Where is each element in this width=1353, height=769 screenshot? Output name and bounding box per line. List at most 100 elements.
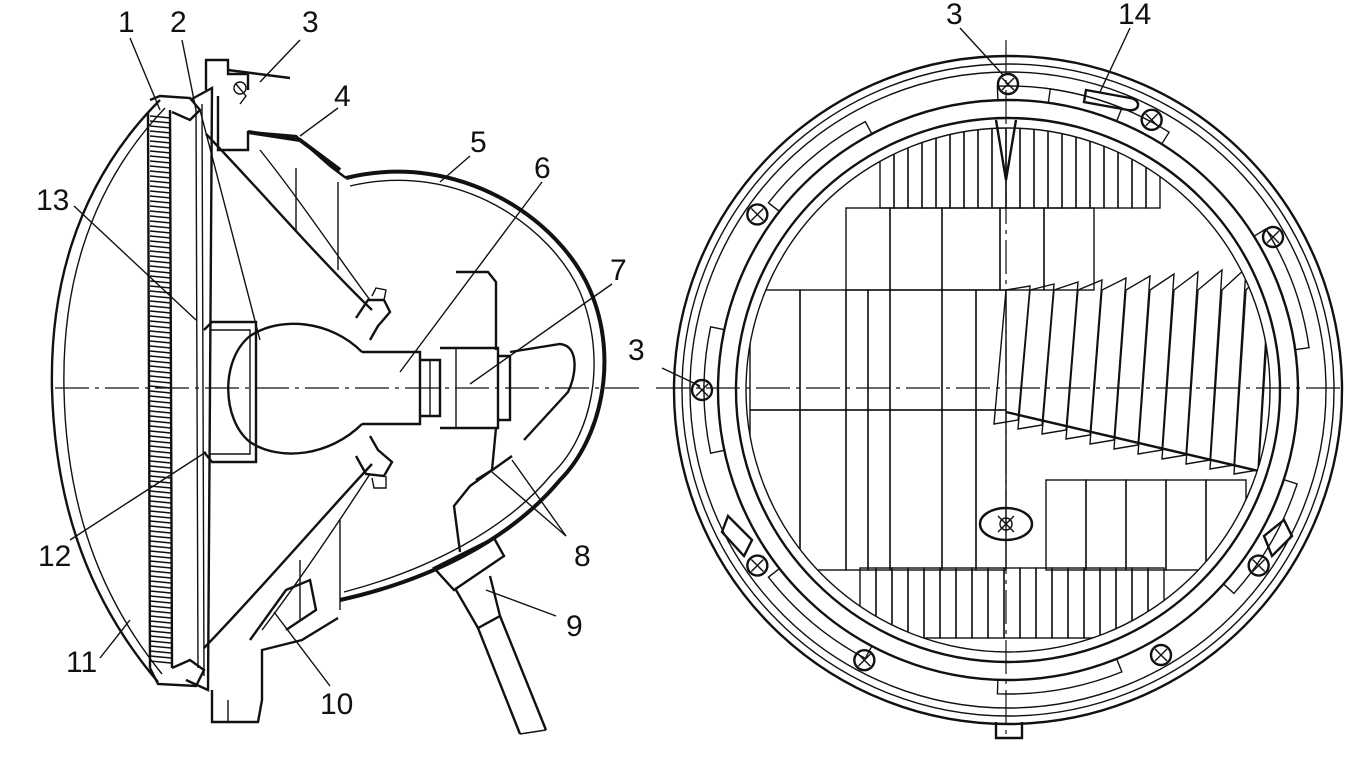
lens-hatch-line bbox=[149, 205, 172, 209]
prism-block-right-low bbox=[1205, 479, 1247, 571]
prism-block-top bbox=[1075, 128, 1091, 209]
lens-hatch-line bbox=[149, 165, 172, 169]
bulb-base bbox=[362, 350, 422, 426]
rim-screw bbox=[1261, 225, 1285, 249]
leader-8b bbox=[511, 459, 567, 537]
bulb-shield bbox=[203, 320, 258, 464]
boss-cross-b bbox=[997, 515, 1015, 533]
rim-screw-slot bbox=[857, 653, 871, 667]
lens-hatch-line bbox=[149, 280, 172, 284]
lens-hatch-line bbox=[149, 220, 172, 224]
reflector-outer-shell bbox=[339, 169, 607, 602]
label-3-front-top: 3 bbox=[946, 0, 963, 31]
prism-block-bottom bbox=[971, 567, 989, 639]
label-13: 13 bbox=[36, 184, 69, 217]
lens-hatch-line bbox=[149, 460, 172, 464]
lens-hatch-line bbox=[149, 565, 172, 569]
cable-gland bbox=[432, 536, 506, 592]
reflector-paraboloid-bottom-2 bbox=[261, 473, 371, 631]
prism-block-top bbox=[1033, 128, 1049, 209]
lens-hatch-line bbox=[149, 380, 172, 384]
label-10: 10 bbox=[320, 688, 353, 721]
lens-hatch-line bbox=[149, 425, 172, 429]
lens-hatch-line bbox=[149, 515, 172, 519]
adjust-screw-top bbox=[227, 68, 291, 80]
prism-block-bottom bbox=[923, 567, 941, 639]
lens-hatch-line bbox=[149, 410, 172, 414]
loop-wire bbox=[509, 342, 576, 441]
leader-3-front-top bbox=[959, 27, 1005, 77]
socket-rear bbox=[498, 354, 512, 422]
lens-hatch-line bbox=[149, 430, 172, 434]
lens-hatch-line bbox=[149, 610, 172, 614]
lens-hatch-line bbox=[149, 225, 172, 229]
lens-hatch-line bbox=[149, 510, 172, 514]
lens-hatch-line bbox=[149, 640, 172, 644]
lens-hatch-line bbox=[149, 545, 172, 549]
prism-block-top bbox=[977, 128, 993, 209]
reflector-outer-shell-inner bbox=[343, 179, 595, 593]
section-view: 1 2 3 4 5 6 7 8 9 10 11 12 13 bbox=[36, 6, 640, 735]
prism-block-right bbox=[993, 285, 1031, 425]
prism-block-mid bbox=[799, 289, 847, 411]
rim-tab bbox=[767, 567, 873, 660]
flange-inner-line bbox=[195, 109, 199, 669]
prism-block-low bbox=[975, 409, 1007, 571]
prism-block-right bbox=[1257, 262, 1270, 480]
leader-1 bbox=[129, 37, 161, 111]
prism-block-upper bbox=[845, 207, 891, 291]
leader-8a bbox=[491, 471, 567, 537]
label-2: 2 bbox=[170, 6, 187, 39]
cable-end bbox=[519, 729, 547, 735]
prism-block-bottom bbox=[1067, 567, 1085, 639]
rim-screw bbox=[853, 648, 876, 672]
lens-hatch-line bbox=[149, 365, 172, 369]
rim-screw-slot bbox=[1266, 230, 1280, 244]
lens-hatch-line bbox=[149, 270, 172, 274]
lens-hatch-line bbox=[149, 245, 172, 249]
lens-hatch-line bbox=[149, 125, 172, 129]
lens-hatch-line bbox=[149, 215, 172, 219]
lens-hatch-line bbox=[149, 190, 172, 194]
prism-block-mid bbox=[749, 289, 801, 411]
lens-hatch-line bbox=[149, 325, 172, 329]
prism-block-top bbox=[949, 128, 965, 209]
lens-hatch-line bbox=[149, 315, 172, 319]
lens-hatch-line bbox=[149, 265, 172, 269]
leader-13 bbox=[73, 205, 197, 321]
prism-block-low bbox=[889, 409, 943, 571]
lens-hatch-line bbox=[149, 140, 172, 144]
lens-glass-right-edge bbox=[168, 109, 174, 669]
prism-block-low bbox=[799, 409, 847, 571]
lens-hatch-line bbox=[149, 235, 172, 239]
lens-hatch-line bbox=[149, 155, 172, 159]
prism-block-mid bbox=[889, 289, 943, 411]
prism-block-top bbox=[1047, 128, 1063, 209]
label-7: 7 bbox=[610, 254, 627, 287]
prism-block-mid bbox=[845, 289, 869, 411]
leader-9 bbox=[485, 589, 557, 617]
lens-hatch-line bbox=[149, 255, 172, 259]
reflector-paraboloid-top-2 bbox=[259, 149, 371, 301]
label-8: 8 bbox=[574, 540, 591, 573]
housing-upper-edge bbox=[247, 130, 342, 172]
lens-hatch-line bbox=[149, 655, 172, 659]
outer-lens-inner-curve bbox=[63, 107, 166, 675]
lens-hatch-line bbox=[149, 335, 172, 339]
lens-hatch-line bbox=[149, 605, 172, 609]
prism-block-mid bbox=[867, 289, 891, 411]
socket-block bbox=[440, 346, 500, 430]
prism-block-top bbox=[1117, 128, 1133, 209]
lens-glass-hatching bbox=[149, 115, 172, 664]
lens-hatch-line bbox=[149, 240, 172, 244]
lens-hatch-line bbox=[149, 615, 172, 619]
leader-2 bbox=[181, 39, 197, 111]
top-bracket bbox=[204, 58, 250, 90]
lens-hatch-line bbox=[149, 450, 172, 454]
rim-screw bbox=[690, 378, 714, 402]
holder-spring-top bbox=[355, 298, 392, 341]
lens-hatch-line bbox=[149, 330, 172, 334]
top-screw-head bbox=[233, 81, 247, 95]
lens-center-boss bbox=[978, 506, 1034, 542]
